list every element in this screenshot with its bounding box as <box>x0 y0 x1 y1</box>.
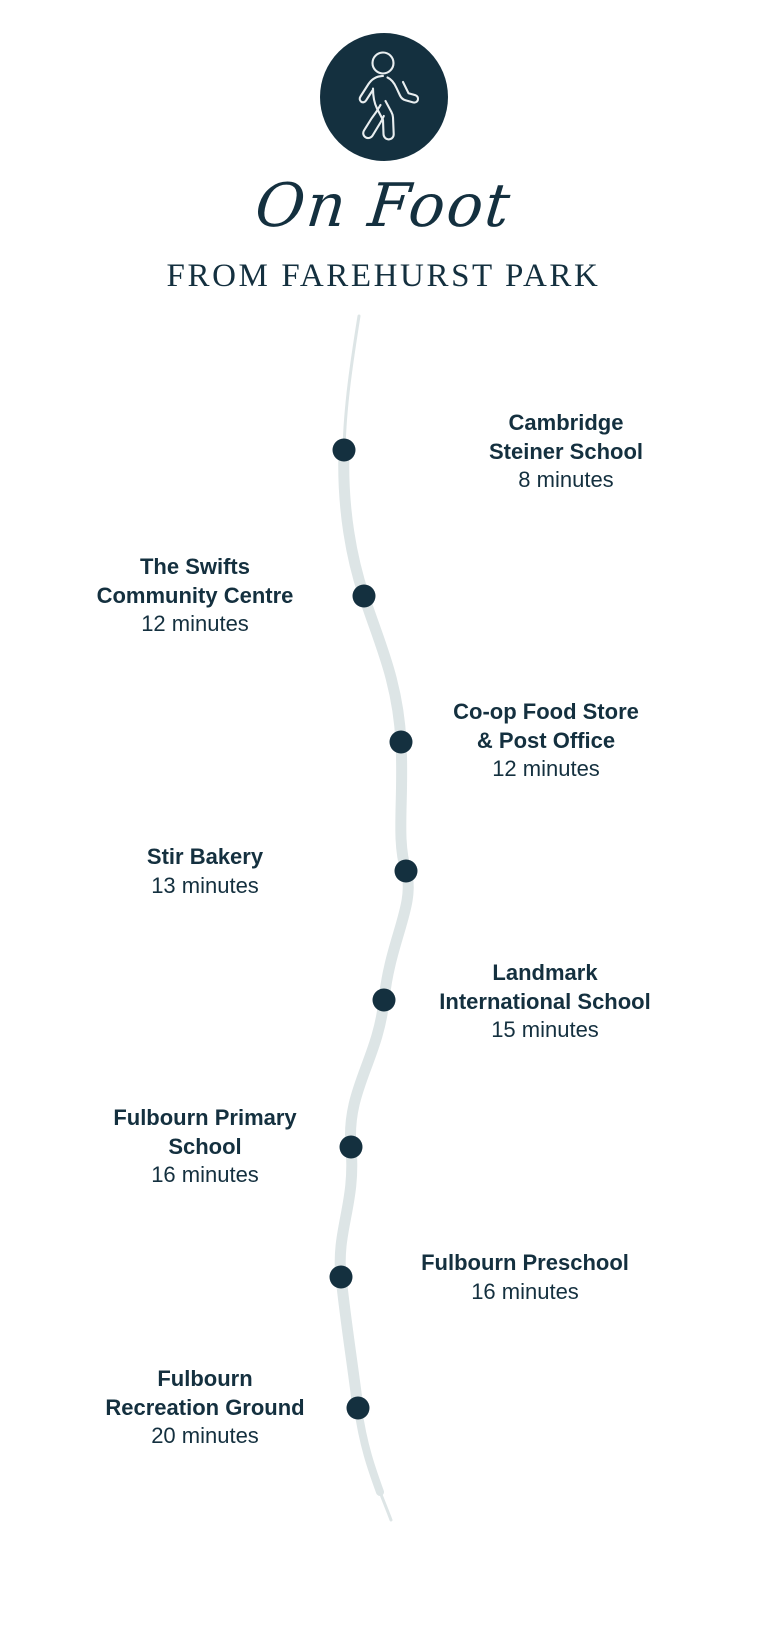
stop-name: Fulbourn Recreation Ground <box>105 1366 305 1420</box>
route-stop-landmark-international-school: Landmark International School 15 minutes <box>400 959 690 1045</box>
stop-time: 8 minutes <box>518 467 614 492</box>
route-stop-dot <box>332 438 356 462</box>
stop-name: Fulbourn Preschool <box>421 1250 629 1275</box>
stop-time: 16 minutes <box>151 1162 259 1187</box>
route-path-top-tail <box>342 314 361 452</box>
page-title-script: On Foot <box>252 171 516 241</box>
stop-time: 12 minutes <box>492 756 600 781</box>
stop-time: 13 minutes <box>151 872 259 898</box>
route-stop-fulbourn-primary-school: Fulbourn Primary School 16 minutes <box>60 1104 350 1190</box>
route-stop-dot <box>329 1265 353 1289</box>
route-path-bottom-tail <box>354 1404 384 1496</box>
stop-name: Co-op Food Store & Post Office <box>453 699 639 753</box>
page-subtitle: FROM FAREHURST PARK <box>166 258 601 294</box>
route-stop-the-swifts-community-centre: The Swifts Community Centre 12 minutes <box>50 553 340 639</box>
stop-time: 20 minutes <box>151 1423 259 1448</box>
stop-name: Fulbourn Primary School <box>113 1105 297 1159</box>
stop-name: The Swifts Community Centre <box>96 554 294 608</box>
walking-person-icon <box>319 33 448 161</box>
header: On Foot FROM FAREHURST PARK <box>0 0 767 295</box>
route-stop-fulbourn-recreation-ground: Fulbourn Recreation Ground 20 minutes <box>60 1365 350 1451</box>
route-stop-cambridge-steiner-school: Cambridge Steiner School 8 minutes <box>421 409 711 495</box>
route-stop-coop-food-store-post-office: Co-op Food Store & Post Office 12 minute… <box>401 698 691 784</box>
stop-name: Cambridge Steiner School <box>488 410 644 464</box>
stop-name: Landmark International School <box>439 960 651 1014</box>
route-stop-dot <box>352 584 376 608</box>
stop-time: 12 minutes <box>141 611 249 636</box>
route-stop-fulbourn-preschool: Fulbourn Preschool 16 minutes <box>380 1249 670 1306</box>
route-path-bottom-tip <box>378 1490 393 1522</box>
stop-name: Stir Bakery <box>146 844 264 869</box>
stop-time: 16 minutes <box>471 1278 579 1304</box>
route-stop-dot <box>372 988 396 1012</box>
route-stop-stir-bakery: Stir Bakery 13 minutes <box>60 843 350 900</box>
route-stop-dot <box>394 859 418 883</box>
stop-time: 15 minutes <box>491 1017 599 1042</box>
